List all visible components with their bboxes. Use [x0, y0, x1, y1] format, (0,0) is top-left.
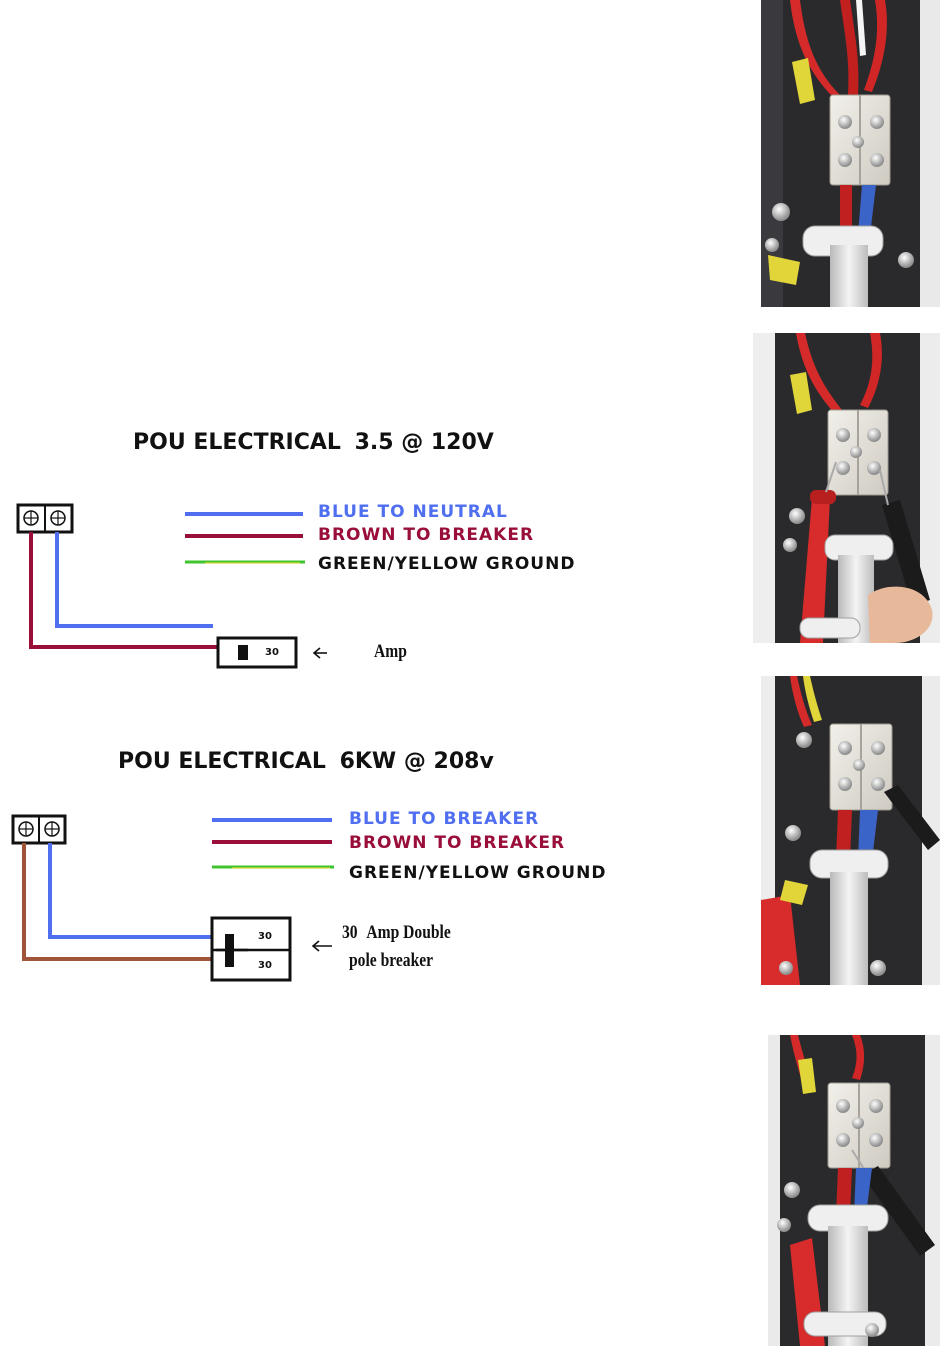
brown-wire — [22, 843, 211, 961]
blue-wire — [55, 532, 213, 628]
diagram-120v-title: POU ELECTRICAL 3.5 @ 120V — [133, 430, 494, 455]
breaker-value: 30 — [265, 647, 279, 658]
amp-note: Amp — [374, 641, 407, 662]
double-pole-note-line2: pole breaker — [349, 950, 434, 971]
brown-wire — [29, 532, 217, 649]
legend-label-ground: GREEN/YELLOW GROUND — [349, 863, 607, 883]
legend-label-brown: BROWN TO BREAKER — [318, 525, 535, 545]
arrow-left-icon — [312, 647, 327, 659]
arrow-left-icon — [311, 940, 332, 952]
legend-label-ground: GREEN/YELLOW GROUND — [318, 554, 576, 574]
terminal-block-photo-icon — [761, 0, 940, 307]
single-pole-breaker-icon — [216, 636, 298, 669]
terminal-block-probe-photo-icon — [753, 333, 940, 643]
breaker-value-top: 30 — [258, 931, 272, 942]
double-pole-breaker-icon — [210, 916, 292, 982]
blue-wire — [48, 843, 211, 939]
terminal-block-icon — [16, 503, 74, 534]
terminal-block-icon — [11, 814, 67, 845]
diagram-208v-title: POU ELECTRICAL 6KW @ 208v — [118, 749, 494, 774]
terminal-block-probe-photo-icon — [761, 676, 940, 985]
legend-label-blue: BLUE TO BREAKER — [349, 809, 540, 829]
double-pole-note-line1: 30 Amp Double — [342, 922, 451, 943]
legend-label-blue: BLUE TO NEUTRAL — [318, 502, 508, 522]
breaker-value-bottom: 30 — [258, 960, 272, 971]
legend-label-brown: BROWN TO BREAKER — [349, 833, 566, 853]
terminal-block-probe-photo-icon — [768, 1035, 940, 1346]
